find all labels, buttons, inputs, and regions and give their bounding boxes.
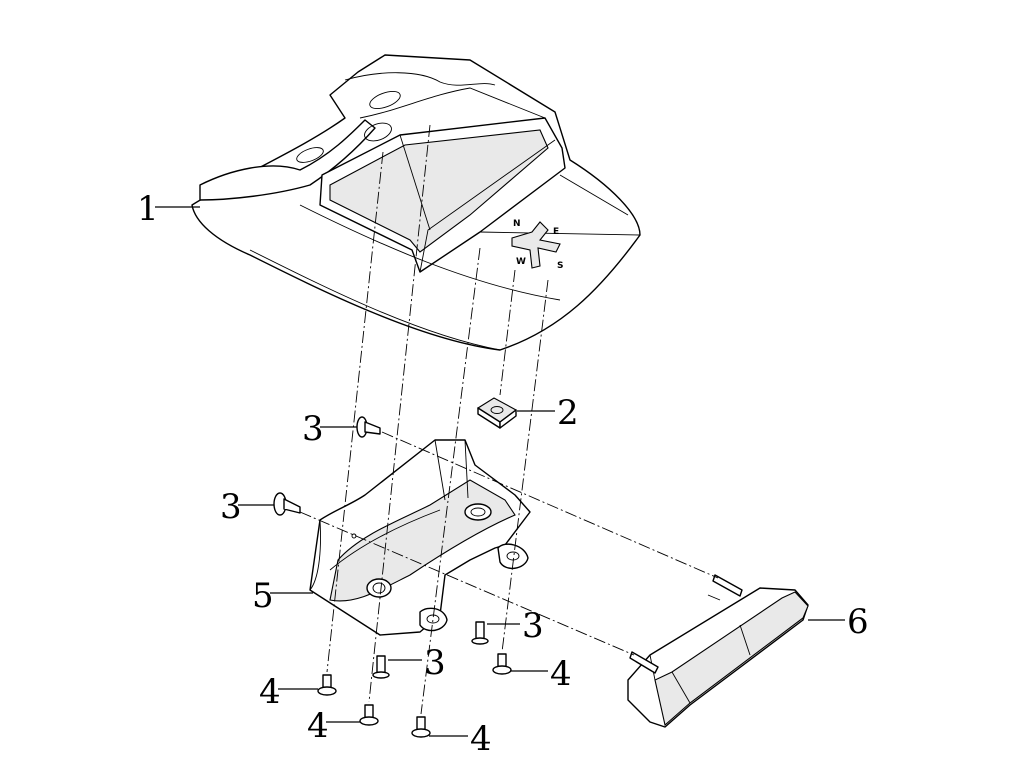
tail-light-icon (627, 574, 809, 728)
callout-4-right: 4 (550, 654, 572, 694)
assembly-lines (299, 124, 719, 715)
callout-1: 1 (137, 189, 159, 229)
compass-mark-icon: N E S W (511, 219, 563, 271)
screw-icon (273, 416, 489, 679)
callout-4-bottom: 4 (470, 719, 492, 759)
callout-6: 6 (847, 602, 869, 642)
bolt-icon (317, 653, 512, 738)
rear-fender-icon: N E S W (191, 54, 641, 351)
callout-labels: 1 2 3 3 3 3 4 4 4 4 5 6 (137, 189, 869, 759)
callout-3-upper: 3 (302, 409, 324, 449)
leader-lines (155, 206, 845, 737)
callout-4-bottom-left: 4 (307, 706, 329, 746)
callout-5: 5 (252, 576, 274, 616)
compass-s: S (557, 261, 563, 271)
compass-w: W (516, 257, 526, 267)
callout-4-left: 4 (259, 672, 281, 712)
callout-2: 2 (557, 393, 579, 433)
callout-3-left: 3 (220, 487, 242, 527)
callout-3-right: 3 (522, 606, 544, 646)
speed-nut-icon (476, 397, 518, 429)
compass-e: E (553, 227, 559, 237)
compass-n: N (513, 219, 521, 229)
callout-3-lower: 3 (424, 643, 446, 683)
license-bracket-icon (309, 439, 531, 636)
